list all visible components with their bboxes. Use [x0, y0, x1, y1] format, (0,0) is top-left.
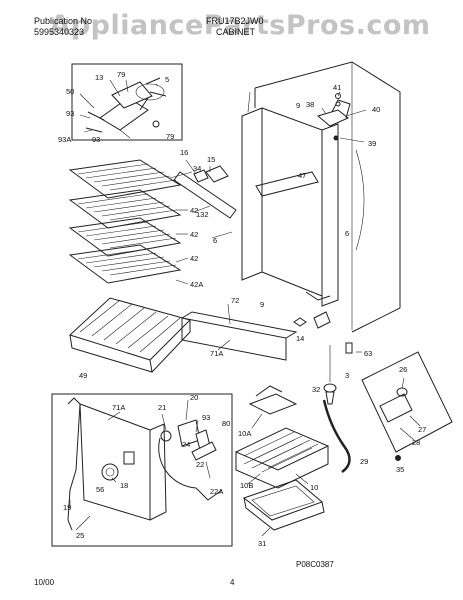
callout-42-a: 42: [190, 206, 198, 215]
callout-93-left: 93: [66, 109, 74, 118]
callout-63: 63: [364, 349, 372, 358]
callout-31: 31: [258, 539, 266, 548]
kick-plate: [181, 303, 298, 361]
fan-assembly-inset: [71, 63, 183, 141]
callout-16: 16: [180, 148, 188, 157]
callout-40: 40: [372, 105, 380, 114]
page-number: 4: [230, 578, 235, 587]
drain-inset: [361, 351, 453, 453]
callout-93-lower: 93: [202, 413, 210, 422]
hinge-assembly: [316, 91, 367, 143]
callout-28: 28: [412, 438, 420, 447]
callout-9-top: 9: [296, 101, 300, 110]
callout-18: 18: [120, 481, 128, 490]
callout-42a: 42A: [190, 280, 203, 289]
callout-34: 34: [193, 164, 201, 173]
callout-93a: 93A: [58, 135, 71, 144]
callout-22: 22: [196, 460, 204, 469]
callout-24: 24: [182, 440, 190, 449]
callout-35: 35: [396, 465, 404, 474]
callout-6-left: 6: [213, 236, 217, 245]
callout-27: 27: [418, 425, 426, 434]
watermark-logo: AppliancePartsPros.com: [49, 10, 431, 41]
callout-5: 5: [165, 75, 169, 84]
callout-21: 21: [158, 403, 166, 412]
callout-26: 26: [399, 365, 407, 374]
model-number: FRU17B2JW0: [206, 16, 264, 26]
evaporator-heater: [234, 385, 351, 489]
callout-32: 32: [312, 385, 320, 394]
callout-71a-upper: 71A: [210, 349, 223, 358]
shelf-3: [68, 217, 182, 257]
callout-13: 13: [95, 73, 103, 82]
light-bracket: [173, 159, 237, 239]
drawing-code: P08C0387: [296, 560, 334, 569]
cabinet-body: [241, 61, 401, 333]
evaporator-cover-inset: [51, 393, 233, 547]
callout-49: 49: [79, 371, 87, 380]
callout-42-c: 42: [190, 254, 198, 263]
callout-29: 29: [360, 457, 368, 466]
callout-47: 47: [298, 171, 306, 180]
callout-79-right: 79: [166, 132, 174, 141]
callout-20: 20: [190, 393, 198, 402]
callout-10b: 10B: [240, 481, 253, 490]
callout-19: 19: [63, 503, 71, 512]
shelf-top: [68, 159, 182, 199]
callout-6-right: 6: [345, 229, 349, 238]
callout-71a-lower: 71A: [112, 403, 125, 412]
door-basket: [69, 297, 191, 373]
callout-3: 3: [345, 371, 349, 380]
callout-50: 50: [66, 87, 74, 96]
callout-15: 15: [207, 155, 215, 164]
callout-39: 39: [368, 139, 376, 148]
lower-hardware: [293, 311, 401, 461]
callout-25: 25: [76, 531, 84, 540]
section-title: CABINET: [216, 27, 256, 37]
shelf-2: [68, 189, 182, 229]
callout-80: 80: [222, 419, 230, 428]
callout-41: 41: [333, 83, 341, 92]
wire-shelves: [68, 159, 193, 285]
callout-38: 38: [306, 100, 314, 109]
callout-10a: 10A: [238, 429, 251, 438]
callout-14: 14: [296, 334, 304, 343]
callout-10: 10: [310, 483, 318, 492]
callout-9-bottom: 9: [260, 300, 264, 309]
footer-date: 10/00: [34, 578, 55, 587]
drain-pan: [242, 479, 325, 537]
callout-72: 72: [231, 296, 239, 305]
callout-93-bottom: 93: [92, 135, 100, 144]
callout-22a: 22A: [210, 487, 223, 496]
callout-42-b: 42: [190, 230, 198, 239]
publication-label: Publication No: [34, 16, 93, 26]
shelf-4: [68, 244, 182, 284]
callout-132: 132: [196, 210, 209, 219]
callout-79-top: 79: [117, 70, 125, 79]
callout-labels: 13 79 5 50 93 93 93A 79 34 42 42 42 42A …: [58, 70, 426, 548]
publication-number: 5995340323: [34, 27, 85, 37]
callout-56: 56: [96, 485, 104, 494]
